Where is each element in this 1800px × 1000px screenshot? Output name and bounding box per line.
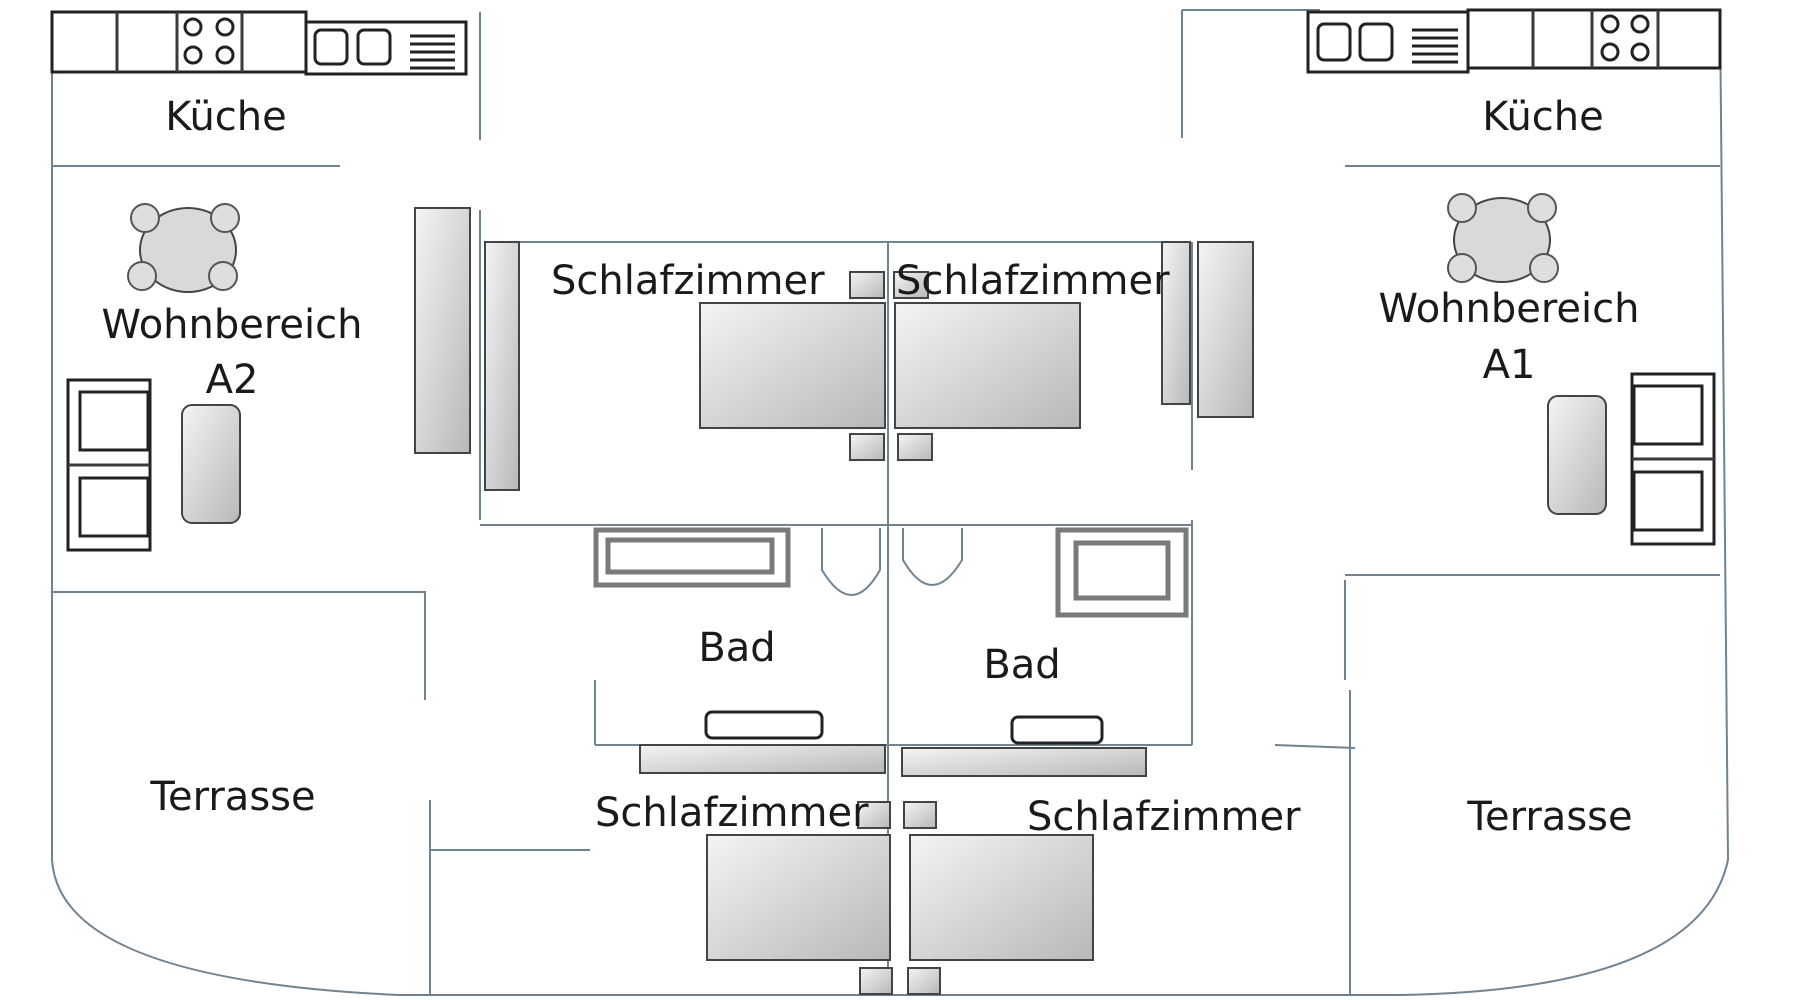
shower-icon [902,528,963,586]
living-left-unit-label: A2 [206,357,259,403]
bath-right-label: Bad [983,642,1060,688]
wardrobe-icon [414,207,471,454]
kitchen-left-label: Küche [165,94,287,140]
kitchen-right-counter [1306,8,1722,74]
bed-icon [699,271,886,461]
living-right-unit-label: A1 [1483,342,1536,388]
sink-icon [1010,715,1104,745]
wardrobe-icon [1161,241,1191,405]
shower-icon [821,528,881,596]
sink-icon [313,28,455,70]
sink-icon [1316,22,1458,64]
bedroom-lower-left-label: Schlafzimmer [595,790,869,836]
bathtub-icon [1055,527,1189,618]
dining-table-icon [127,203,240,293]
wardrobe-icon [1197,241,1254,418]
dining-table-icon [1447,193,1559,283]
terrace-left-label: Terrasse [149,774,315,820]
stove-icon [1600,14,1650,62]
sofa-icon [66,378,152,552]
wardrobe-icon [484,241,520,491]
wardrobe-icon [639,744,886,774]
living-left-label: Wohnbereich [101,302,362,348]
sink-icon [704,710,824,740]
bedroom-upper-left-label: Schlafzimmer [551,258,825,304]
terrace-right-label: Terrasse [1466,794,1632,840]
bathtub-icon [593,527,791,588]
bath-left-label: Bad [698,625,775,671]
bed-icon [893,271,1081,461]
walls [51,9,1729,996]
bed-icon [706,801,893,995]
bedroom-upper-right-label: Schlafzimmer [896,258,1170,304]
wardrobe-icon [901,747,1147,777]
bedroom-lower-right-label: Schlafzimmer [1027,794,1301,840]
kitchen-left-counter [50,10,468,76]
sofa-icon [1630,372,1716,546]
coffee-table [181,404,241,524]
bed-icon [903,801,1094,995]
kitchen-right-label: Küche [1482,94,1604,140]
living-right-label: Wohnbereich [1378,286,1639,332]
coffee-table [1547,395,1607,515]
stove-icon [183,17,235,65]
